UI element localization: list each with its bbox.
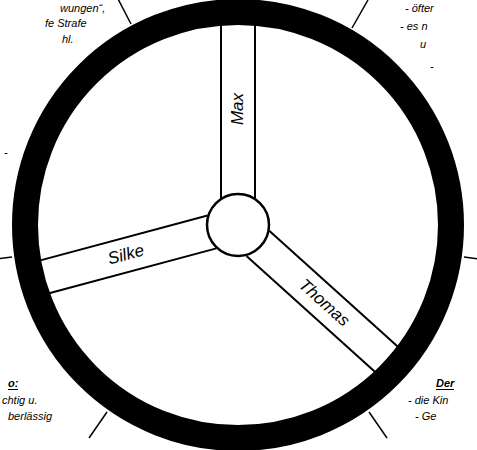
note-text: chtig u.	[2, 394, 37, 406]
divider-line	[369, 412, 387, 438]
note-text: -	[430, 60, 434, 72]
note-text: fe Strafe	[45, 17, 87, 29]
divider-line	[89, 412, 107, 438]
note-text: Der	[436, 377, 454, 390]
wheel-spoke: Max	[220, 20, 256, 198]
person-name: Silke	[106, 241, 147, 270]
wheel-spoke: Silke	[35, 215, 216, 296]
note-text: - Ge	[415, 410, 436, 422]
wheel-rim	[25, 12, 451, 438]
note-text: hl.	[62, 33, 74, 45]
wheel-hub	[207, 194, 269, 256]
divider-line	[464, 257, 477, 262]
divider-line	[116, 0, 131, 24]
divider-lines	[0, 0, 477, 438]
note-text: o:	[8, 377, 18, 390]
note-text: - die Kin	[408, 394, 448, 406]
divider-line	[352, 0, 368, 28]
note-text: -	[4, 146, 8, 158]
person-name: Thomas	[295, 275, 354, 331]
note-text: wungen“,	[60, 2, 105, 14]
note-text: - öfter	[405, 2, 434, 14]
note-text: - es n	[400, 20, 428, 32]
person-name: Max	[228, 93, 248, 125]
wheel-spoke: Thomas	[246, 230, 402, 376]
note-text: u	[420, 38, 426, 50]
note-text: berlässig	[8, 410, 52, 422]
divider-line	[0, 257, 12, 261]
